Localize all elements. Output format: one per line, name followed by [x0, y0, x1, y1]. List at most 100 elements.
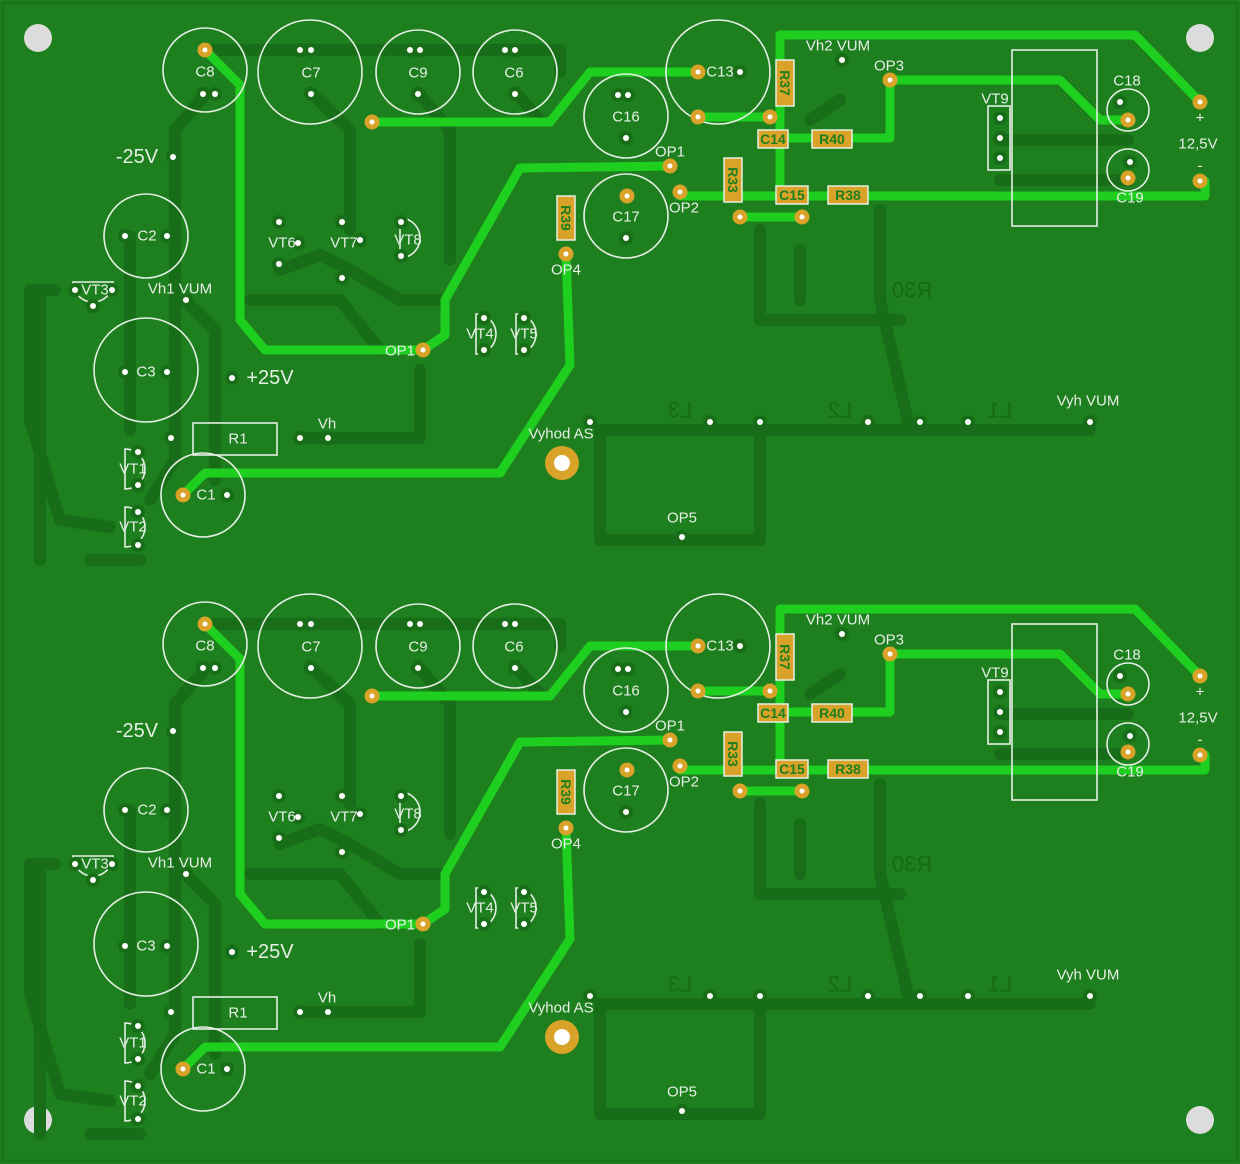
label-vyhod_as: Vyhod AS — [528, 1000, 593, 1017]
via-pad — [521, 347, 527, 353]
label-vt6: VT6 — [268, 235, 296, 252]
pad-hole — [369, 693, 375, 699]
via-pad — [135, 1083, 141, 1089]
label-op2: OP2 — [669, 200, 699, 217]
capacitor-outline — [162, 27, 248, 113]
copper-trace — [754, 224, 906, 326]
via-pad — [135, 1023, 141, 1029]
via-pad — [502, 621, 508, 627]
via-pad — [965, 419, 971, 425]
via-pad — [297, 621, 303, 627]
highlighted-trace — [178, 823, 575, 1074]
label-vt2: VT2 — [119, 1093, 147, 1110]
smd-label: C15 — [779, 761, 805, 777]
via-pad — [398, 827, 404, 833]
via-pad — [965, 993, 971, 999]
via-pad — [339, 793, 345, 799]
via-pad — [737, 643, 743, 649]
component-outline — [1011, 623, 1098, 801]
pad-hole — [1125, 749, 1131, 755]
component-outline — [1011, 49, 1098, 227]
pad-hole — [695, 643, 701, 649]
label-vt4: VT4 — [466, 326, 494, 343]
via-pad — [679, 534, 685, 540]
via-pad — [512, 665, 518, 671]
pad-hole — [180, 1066, 186, 1072]
via-pad — [502, 47, 508, 53]
label-c17: C17 — [612, 209, 640, 226]
smd-label: R39 — [558, 779, 574, 805]
via-pad — [587, 993, 593, 999]
via-pad — [164, 807, 170, 813]
via-pad — [297, 435, 303, 441]
pad-hole — [202, 621, 208, 627]
smd-label: R33 — [725, 167, 741, 193]
via-pad — [481, 921, 487, 927]
copper-trace — [294, 938, 426, 1018]
smd-label: R39 — [558, 205, 574, 231]
bottom-silk-label: L1 — [988, 972, 1012, 997]
smd-pad-r39 — [556, 769, 576, 815]
pad-hole — [799, 214, 805, 220]
smd-pad-c14 — [757, 703, 789, 723]
pad-hole — [624, 193, 630, 199]
smd-label: C14 — [760, 131, 786, 147]
via-pad — [1117, 673, 1123, 679]
via-pad — [757, 993, 763, 999]
label-vt1: VT1 — [119, 1035, 147, 1052]
via-pad — [164, 233, 170, 239]
via-pad — [415, 665, 421, 671]
label-c19: C19 — [1116, 764, 1144, 781]
via-pad — [997, 155, 1003, 161]
via-pad — [90, 303, 96, 309]
mounting-hole — [1186, 1106, 1214, 1134]
via-pad — [615, 92, 621, 98]
pad-hole — [799, 788, 805, 794]
via-pad — [135, 449, 141, 455]
label-op5: OP5 — [667, 510, 697, 527]
label-vt8: VT8 — [394, 806, 422, 823]
smd-label: R40 — [819, 705, 845, 721]
label-op4: OP4 — [551, 836, 581, 853]
copper-trace — [179, 868, 221, 1060]
pad-hole — [1197, 178, 1203, 184]
bottom-silk-label: L1 — [988, 398, 1012, 423]
via-pad — [122, 807, 128, 813]
via-pad — [481, 315, 487, 321]
highlighted-trace — [200, 619, 428, 929]
bottom-silk-label: L2 — [828, 398, 852, 423]
via-pad — [481, 347, 487, 353]
via-pad — [839, 57, 845, 63]
capacitor-outline — [583, 173, 669, 259]
copper-trace — [874, 778, 916, 1010]
smd-label: R38 — [835, 761, 861, 777]
via-pad — [398, 793, 404, 799]
via-pad — [1087, 993, 1093, 999]
via-pad — [135, 1116, 141, 1122]
pad-hole — [667, 737, 673, 743]
mounting-hole — [1186, 24, 1214, 52]
label-vt5: VT5 — [510, 326, 538, 343]
copper-trace — [199, 44, 566, 78]
label-c16: C16 — [612, 109, 640, 126]
via-pad — [1127, 159, 1133, 165]
capacitor-outline — [160, 452, 246, 538]
via-pad — [229, 375, 235, 381]
via-pad — [997, 709, 1003, 715]
via-pad — [183, 297, 189, 303]
copper-trace — [804, 668, 846, 700]
label-vt7: VT7 — [330, 809, 358, 826]
capacitor-outline — [665, 593, 771, 699]
smd-pad-c15 — [775, 185, 809, 205]
via-pad — [200, 665, 206, 671]
via-pad — [512, 621, 518, 627]
pad-hole — [1125, 175, 1131, 181]
capacitor-outline — [583, 747, 669, 833]
via-pad — [297, 47, 303, 53]
smd-label: R38 — [835, 187, 861, 203]
via-pad — [865, 993, 871, 999]
via-pad — [623, 809, 629, 815]
capacitor-outline — [1106, 88, 1150, 132]
copper-trace — [754, 798, 906, 900]
